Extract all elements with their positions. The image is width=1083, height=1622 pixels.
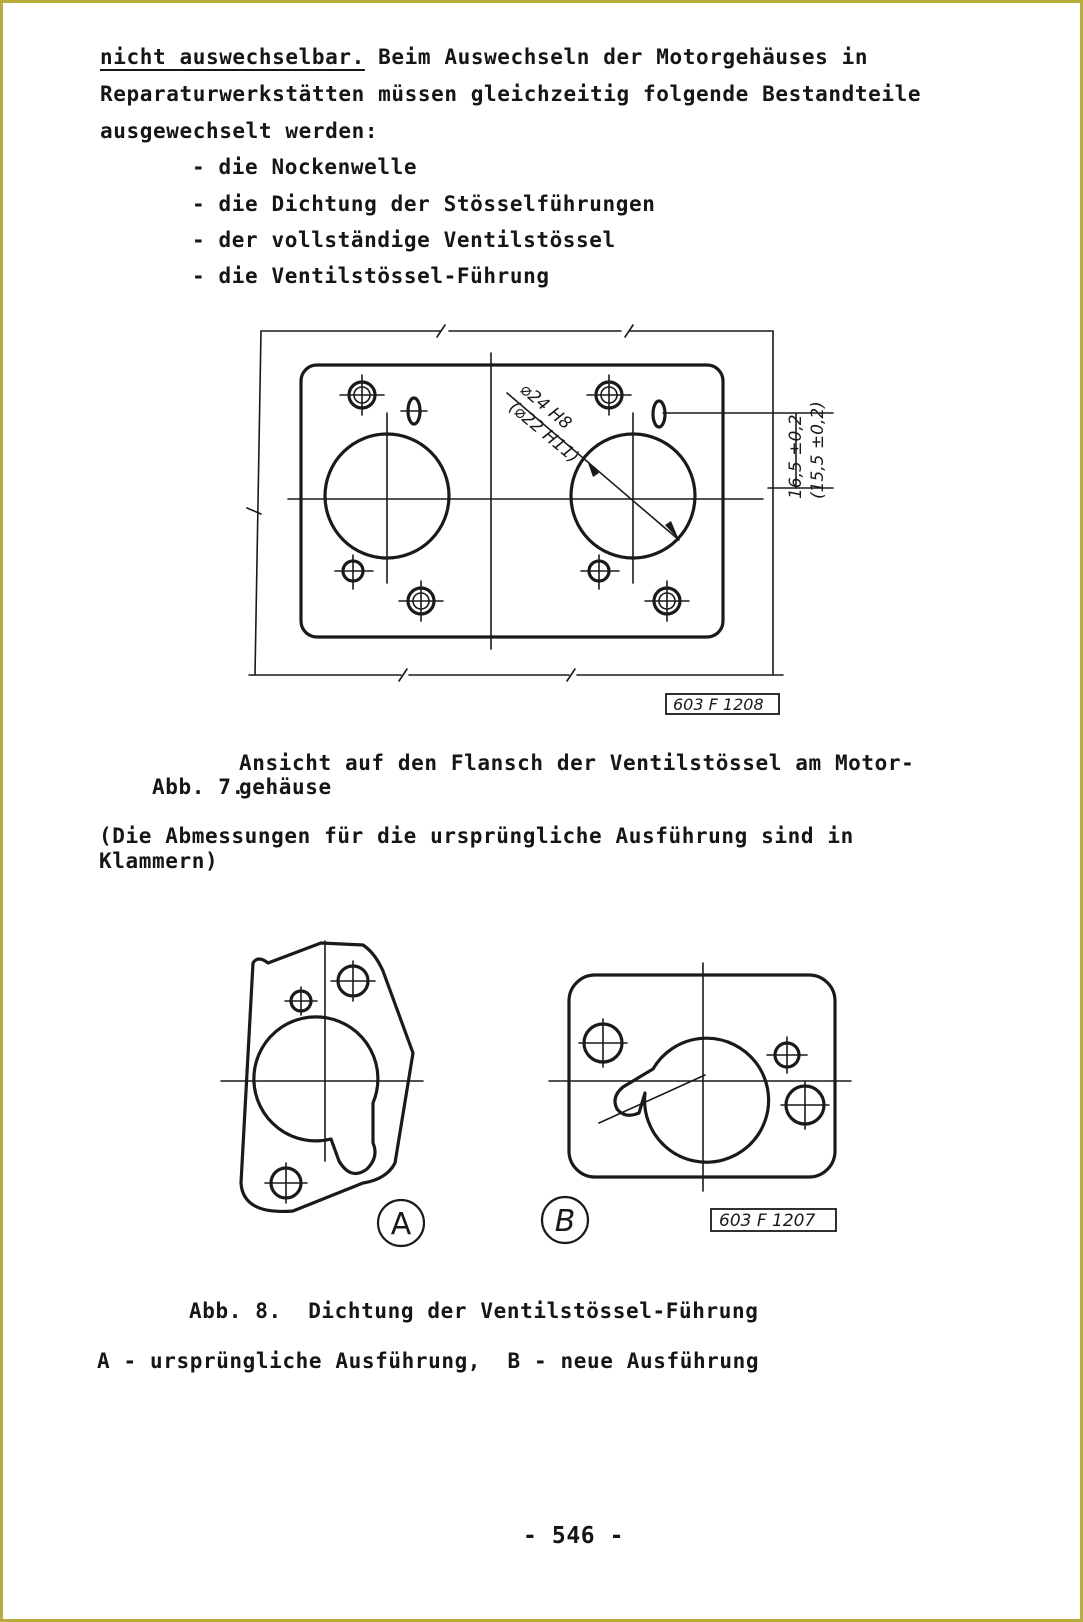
- list-item: - die Nockenwelle: [192, 155, 418, 179]
- tappet-bore-right: [569, 432, 697, 560]
- gasket-a-outline: [239, 941, 415, 1214]
- figure-8-drawing-code: 603 F 1207: [719, 1211, 815, 1231]
- page-number: - 546 -: [523, 1523, 625, 1549]
- figure-7-caption-line-2: gehäuse: [239, 775, 332, 799]
- mounting-hole: [398, 580, 444, 622]
- figure-8-legend: A - ursprüngliche Ausführung, B - neue A…: [97, 1349, 760, 1373]
- mounting-hole: [586, 374, 632, 416]
- intro-underlined-text: nicht auswechselbar.: [100, 45, 365, 69]
- tappet-bore-left: [323, 432, 451, 560]
- figure-8-caption: Abb. 8. Dichtung der Ventilstössel-Führu…: [189, 1299, 759, 1323]
- figure-8-drawing-b: B 603 F 1207: [540, 962, 852, 1245]
- list-item: - die Dichtung der Stösselführungen: [192, 192, 656, 216]
- mounting-hole: [264, 1162, 308, 1204]
- mounting-hole: [334, 554, 374, 590]
- figure-7-note-line-2: Klammern): [99, 849, 219, 873]
- intro-line-1-rest: Beim Auswechseln der Motorgehäuses in: [364, 45, 869, 69]
- mounting-hole: [780, 1080, 830, 1130]
- mounting-hole: [400, 396, 428, 426]
- gasket-b-bore: [613, 1036, 771, 1164]
- figure-7-caption-line-1: Ansicht auf den Flansch der Ventilstösse…: [239, 751, 915, 775]
- mounting-hole: [578, 1018, 628, 1068]
- mounting-hole: [330, 960, 376, 1002]
- intro-line-1: nicht auswechselbar. Beim Auswechseln de…: [100, 45, 868, 69]
- label-a: A: [391, 1207, 412, 1242]
- label-b: B: [555, 1204, 576, 1239]
- height-dimension-1: 16,5 ±0,2: [786, 414, 806, 499]
- mounting-hole: [644, 580, 690, 622]
- technical-drawings: ⌀24 H8 (⌀22 H11) 16,5 ±0,2 (15,5 ±0,2) 6…: [220, 324, 852, 1248]
- list-item: - die Ventilstössel-Führung: [192, 264, 550, 288]
- figure-7-note-line-1: (Die Abmessungen für die ursprüngliche A…: [99, 824, 854, 848]
- list-item: - der vollständige Ventilstössel: [192, 228, 616, 252]
- flange-outline: [299, 363, 725, 639]
- gasket-a-bore: [252, 1015, 380, 1176]
- figure-7-caption: Abb. 7. Ansicht auf den Flansch der Vent…: [99, 751, 914, 871]
- mounting-hole: [580, 554, 620, 590]
- intro-line-2: Reparaturwerkstätten müssen gleichzeitig…: [100, 82, 922, 106]
- intro-line-3: ausgewechselt werden:: [100, 119, 379, 143]
- figure-7-drawing-code: 603 F 1208: [673, 695, 764, 714]
- figure-7-drawing: ⌀24 H8 (⌀22 H11) 16,5 ±0,2 (15,5 ±0,2) 6…: [246, 324, 834, 715]
- figure-8-drawing-a: A: [220, 940, 426, 1248]
- mounting-hole: [766, 1036, 808, 1074]
- height-dimension-2: (15,5 ±0,2): [808, 401, 828, 499]
- mounting-hole: [284, 986, 318, 1016]
- mounting-hole: [339, 374, 385, 416]
- gasket-b-outline: [567, 973, 837, 1179]
- mounting-hole: [651, 399, 667, 429]
- figure-7-caption-label: Abb. 7.: [151, 775, 245, 799]
